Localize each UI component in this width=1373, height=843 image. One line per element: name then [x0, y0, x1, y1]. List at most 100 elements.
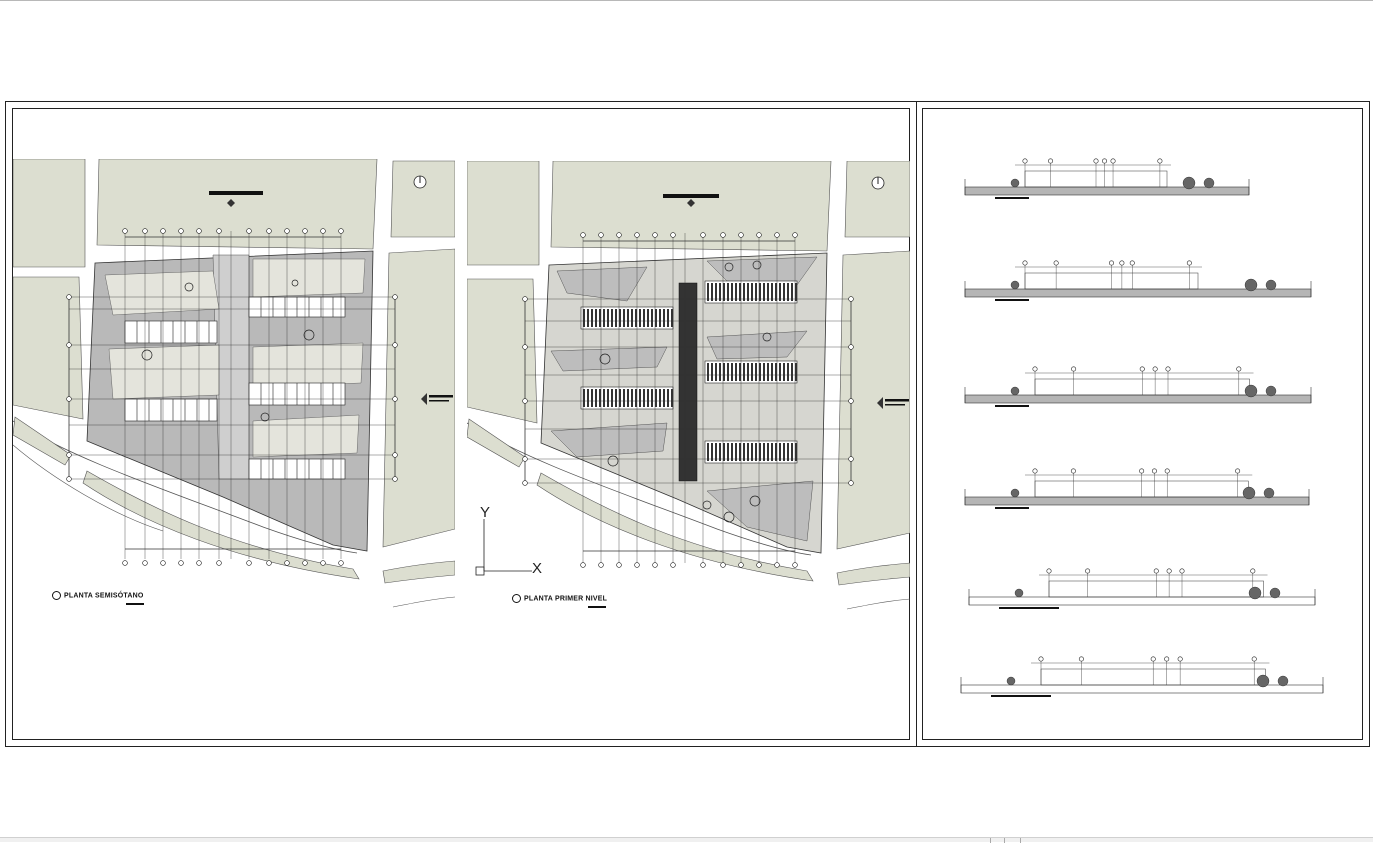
louver-stripe — [623, 309, 625, 327]
axis-bubble — [1093, 158, 1099, 164]
axis-bubble — [1165, 366, 1171, 372]
parking-block — [124, 296, 346, 480]
louver-stripe — [795, 363, 797, 381]
louver-stripe — [651, 309, 653, 327]
axis-bubble — [1038, 656, 1044, 662]
louver-stripe — [663, 389, 665, 407]
louver-stripe — [603, 389, 605, 407]
axis-bubble — [1177, 656, 1183, 662]
axis-bubble — [1071, 366, 1077, 372]
louver-stripe — [727, 283, 729, 301]
section-ground — [964, 288, 1312, 298]
louver-stripe — [655, 389, 657, 407]
road-curb — [13, 444, 164, 532]
louver-stripe — [747, 443, 749, 461]
road-median — [536, 472, 814, 582]
axis-bubble — [1164, 656, 1170, 662]
section-ground — [964, 496, 1310, 506]
louver-stripe — [659, 309, 661, 327]
louver-stripe — [619, 309, 621, 327]
louver-stripe — [719, 363, 721, 381]
louver-stripe — [767, 363, 769, 381]
louver-stripe — [715, 443, 717, 461]
road-curb — [13, 420, 358, 554]
louver-stripe — [707, 443, 709, 461]
tree-icon — [1263, 487, 1275, 499]
louver-stripe — [611, 389, 613, 407]
louver-stripe — [791, 443, 793, 461]
louver-stripe — [603, 309, 605, 327]
sections-viewport[interactable] — [922, 108, 1363, 740]
axis-bubble — [1078, 656, 1084, 662]
plan-primer-nivel[interactable] — [467, 161, 910, 616]
status-scrollbar[interactable] — [0, 837, 1373, 843]
axis-bubble — [1048, 158, 1054, 164]
tree-icon — [1182, 176, 1196, 190]
louver-stripe — [751, 443, 753, 461]
tree-icon — [1277, 675, 1289, 687]
louver-stripe — [667, 389, 669, 407]
title-target-icon — [512, 594, 521, 603]
louver-stripe — [711, 363, 713, 381]
tree-icon — [1203, 177, 1215, 189]
axis-bubble — [1152, 366, 1158, 372]
louver-stripe — [771, 443, 773, 461]
axis-bubble — [1150, 656, 1156, 662]
scale-bar — [995, 197, 1029, 199]
tree-icon — [1010, 488, 1020, 498]
axis-bubble — [1119, 260, 1125, 266]
louver-stripe — [755, 443, 757, 461]
louver-stripe — [599, 309, 601, 327]
tree-icon — [1006, 676, 1016, 686]
tree-icon — [1248, 586, 1262, 600]
louver-stripe — [719, 283, 721, 301]
louver-stripe — [735, 283, 737, 301]
louver-stripe — [643, 309, 645, 327]
street-block — [844, 161, 910, 238]
louver-stripe — [743, 363, 745, 381]
scale-bar — [991, 695, 1051, 697]
louver-stripe — [783, 443, 785, 461]
section-ground — [964, 186, 1250, 196]
street-block — [96, 159, 378, 250]
louver-stripe — [791, 363, 793, 381]
road-edge — [846, 598, 910, 610]
louver-stripe — [755, 283, 757, 301]
tree-icon — [1265, 385, 1277, 397]
louver-stripe — [731, 443, 733, 461]
louver-stripe — [791, 283, 793, 301]
plan-semisotano[interactable] — [13, 159, 455, 614]
section-marker-icon — [421, 393, 427, 405]
louver-stripe — [759, 283, 761, 301]
louver-stripe — [631, 389, 633, 407]
tree-icon — [1265, 279, 1277, 291]
louver-stripe — [639, 389, 641, 407]
road-median — [467, 418, 526, 468]
axis-bubble — [1070, 468, 1076, 474]
drawing-sheet — [5, 101, 1370, 747]
louver-stripe — [643, 389, 645, 407]
axis-bubble — [1139, 468, 1145, 474]
axis-bubble — [1250, 568, 1256, 574]
light-zone — [108, 344, 220, 400]
ucs-icon[interactable]: Y X — [470, 501, 554, 581]
structural-grid — [524, 233, 852, 563]
louver-stripe — [631, 309, 633, 327]
road-curb — [467, 422, 812, 556]
louver-stripe — [779, 283, 781, 301]
louver-stripe — [767, 283, 769, 301]
louver-stripe — [783, 283, 785, 301]
title-target-icon — [52, 591, 61, 600]
sections-sheet[interactable] — [955, 151, 1330, 711]
axis-bubble — [1109, 260, 1115, 266]
tree-icon — [1010, 280, 1020, 290]
louver-stripe — [795, 283, 797, 301]
axis-bubble — [1032, 366, 1038, 372]
axis-bubble — [1235, 468, 1241, 474]
axis-bubble — [1022, 158, 1028, 164]
louver-stripe — [779, 443, 781, 461]
louver-stripe — [659, 389, 661, 407]
louver-stripe — [711, 443, 713, 461]
louver-stripe — [715, 363, 717, 381]
